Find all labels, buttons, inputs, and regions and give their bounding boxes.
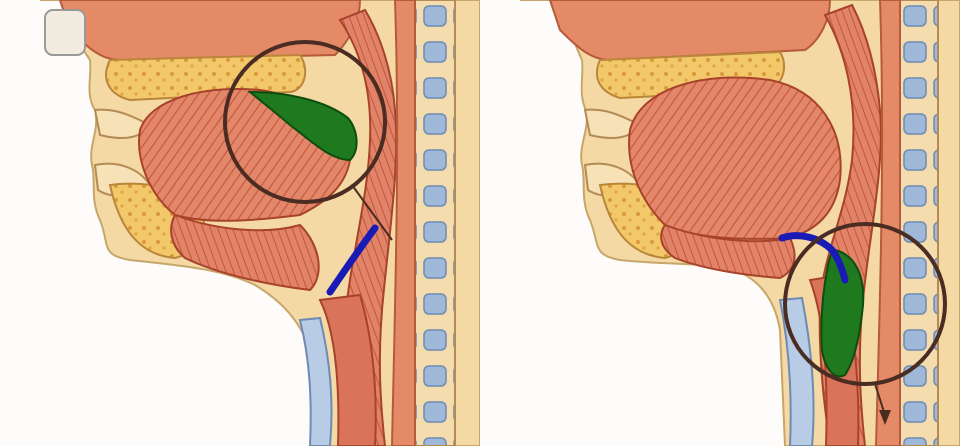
skull-bone — [550, 0, 830, 60]
oral-phase-panel — [0, 0, 480, 446]
skull-bone — [60, 0, 360, 60]
cervical-spine — [900, 0, 938, 446]
tongue — [629, 77, 841, 238]
cervical-spine — [415, 0, 455, 446]
oral-phase-illustration — [0, 0, 480, 446]
pharyngeal-phase-illustration — [480, 0, 960, 446]
nasal-cartilage — [45, 10, 85, 55]
pharyngeal-phase-panel — [480, 0, 960, 446]
